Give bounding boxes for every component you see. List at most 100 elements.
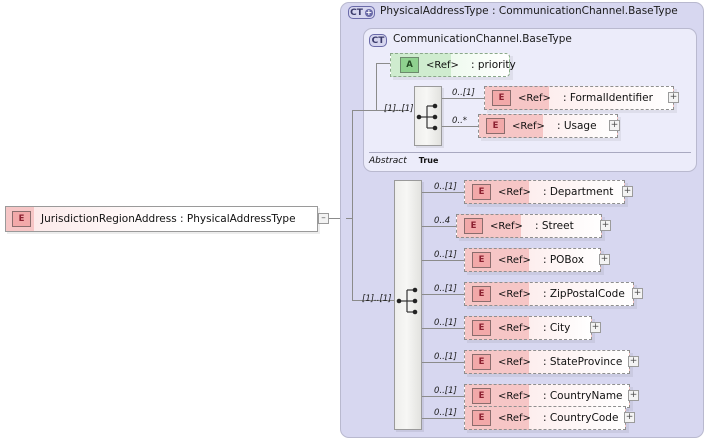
inner-sequence-compositor[interactable] xyxy=(414,86,442,146)
element-icon: E xyxy=(464,218,483,234)
element-node-pobox[interactable]: E <Ref> : POBox xyxy=(464,248,604,275)
connector-main-trunk xyxy=(352,110,353,300)
element-node-usage[interactable]: E <Ref> : Usage xyxy=(478,114,621,141)
element-name: : CountryCode xyxy=(542,412,619,424)
complextype-plus-badge[interactable]: CT+ xyxy=(348,6,375,19)
element-node-body: E <Ref> : FormalIdentifier xyxy=(484,86,674,110)
element-name: : Street xyxy=(534,220,574,232)
element-ref: <Ref> xyxy=(498,390,531,402)
complextype-title: PhysicalAddressType : CommunicationChann… xyxy=(380,5,678,17)
element-node-department[interactable]: E <Ref> : Department xyxy=(464,180,628,207)
element-node-body: E <Ref> : CountryCode xyxy=(464,406,626,430)
root-collapse-toggle[interactable]: – xyxy=(318,213,329,224)
main-sequence-cardinality: [1]..[1] xyxy=(362,294,392,304)
element-icon: E xyxy=(486,118,505,134)
abstract-value: True xyxy=(418,156,439,165)
element-node-countryname[interactable]: E <Ref> : CountryName xyxy=(464,384,633,411)
element-name: : CountryName xyxy=(542,390,623,402)
connector-seq-formalidentifier xyxy=(442,98,486,99)
sequence-icon xyxy=(416,103,438,131)
element-icon: E xyxy=(472,252,491,268)
root-element-node[interactable]: E JurisdictionRegionAddress : PhysicalAd… xyxy=(5,206,318,232)
basetype-title: CommunicationChannel.BaseType xyxy=(393,33,572,45)
element-icon: E xyxy=(472,286,491,302)
connector-stateprovince xyxy=(422,362,466,363)
connector-street xyxy=(422,226,458,227)
basetype-badge: CT xyxy=(369,34,387,47)
attribute-node-priority[interactable]: A <Ref> : priority xyxy=(390,53,516,80)
attribute-node-body: A <Ref> : priority xyxy=(390,53,516,77)
connector-countrycode xyxy=(422,418,466,419)
element-node-street[interactable]: E <Ref> : Street xyxy=(456,214,605,241)
element-icon: E xyxy=(472,354,491,370)
element-node-body: E <Ref> : Department xyxy=(464,180,625,204)
element-name: : FormalIdentifier xyxy=(562,92,653,104)
cardinality-countrycode: 0..[1] xyxy=(434,408,457,418)
root-element-label: JurisdictionRegionAddress : PhysicalAddr… xyxy=(41,213,296,225)
expander-city[interactable]: + xyxy=(590,322,601,333)
cardinality-city: 0..[1] xyxy=(434,318,457,328)
element-icon: E xyxy=(12,211,31,227)
expander-zippostalcode[interactable]: + xyxy=(632,288,643,299)
abstract-key: Abstract xyxy=(369,156,407,166)
connector-city xyxy=(422,328,466,329)
abstract-row: Abstract True xyxy=(369,156,438,166)
element-ref: <Ref> xyxy=(518,92,551,104)
element-name: : POBox xyxy=(542,254,584,266)
element-icon: E xyxy=(472,184,491,200)
element-ref: <Ref> xyxy=(498,254,531,266)
expander-countryname[interactable]: + xyxy=(628,390,639,401)
connector-zippostalcode xyxy=(422,294,466,295)
element-node-countrycode[interactable]: E <Ref> : CountryCode xyxy=(464,406,629,433)
expander-usage[interactable]: + xyxy=(609,120,620,131)
element-node-stateprovince[interactable]: E <Ref> : StateProvince xyxy=(464,350,633,377)
expander-pobox[interactable]: + xyxy=(599,254,610,265)
plus-icon: + xyxy=(364,7,373,17)
main-sequence-compositor[interactable] xyxy=(394,180,422,430)
cardinality-zippostalcode: 0..[1] xyxy=(434,284,457,294)
element-node-formalidentifier[interactable]: E <Ref> : FormalIdentifier xyxy=(484,86,677,113)
inner-sequence-cardinality: [1]..[1] xyxy=(384,104,414,114)
connector-pobox xyxy=(422,260,466,261)
element-name: : City xyxy=(542,322,571,334)
element-ref: <Ref> xyxy=(498,412,531,424)
element-ref: <Ref> xyxy=(498,288,531,300)
abstract-divider xyxy=(369,152,691,153)
expander-department[interactable]: + xyxy=(622,186,633,197)
element-node-zippostalcode[interactable]: E <Ref> : ZipPostalCode xyxy=(464,282,637,309)
expander-street[interactable]: + xyxy=(600,220,611,231)
connector-to-main-sequence xyxy=(352,300,394,301)
connector-to-attribute xyxy=(376,63,390,64)
expander-stateprovince[interactable]: + xyxy=(628,356,639,367)
connector-trunk-entry xyxy=(346,218,352,219)
cardinality-formalidentifier: 0..[1] xyxy=(452,88,475,98)
cardinality-street: 0..4 xyxy=(434,216,451,226)
element-name: : ZipPostalCode xyxy=(542,288,625,300)
cardinality-usage: 0..* xyxy=(452,116,468,126)
element-icon: E xyxy=(472,410,491,426)
element-ref: <Ref> xyxy=(498,322,531,334)
element-ref: <Ref> xyxy=(512,120,545,132)
connector-basetype-trunk xyxy=(376,63,377,111)
element-node-body: E <Ref> : POBox xyxy=(464,248,601,272)
element-ref: <Ref> xyxy=(498,356,531,368)
connector-to-inner-sequence xyxy=(376,110,405,111)
element-node-body: E <Ref> : Usage xyxy=(478,114,618,138)
cardinality-stateprovince: 0..[1] xyxy=(434,352,457,362)
element-node-city[interactable]: E <Ref> : City xyxy=(464,316,595,343)
ct-badge-text: CT xyxy=(350,7,363,18)
attribute-ref: <Ref> xyxy=(426,59,459,71)
expander-formalidentifier[interactable]: + xyxy=(668,92,679,103)
element-ref: <Ref> xyxy=(498,186,531,198)
element-node-body: E <Ref> : Street xyxy=(456,214,602,238)
attribute-icon: A xyxy=(400,57,419,73)
element-node-body: E <Ref> : CountryName xyxy=(464,384,630,408)
element-node-body: E <Ref> : StateProvince xyxy=(464,350,630,374)
expander-countrycode[interactable]: + xyxy=(624,412,635,423)
connector-root-to-type xyxy=(329,218,346,219)
connector-outer-to-basetype xyxy=(352,110,376,111)
attribute-name: : priority xyxy=(470,59,516,71)
element-icon: E xyxy=(472,388,491,404)
connector-department xyxy=(422,192,466,193)
